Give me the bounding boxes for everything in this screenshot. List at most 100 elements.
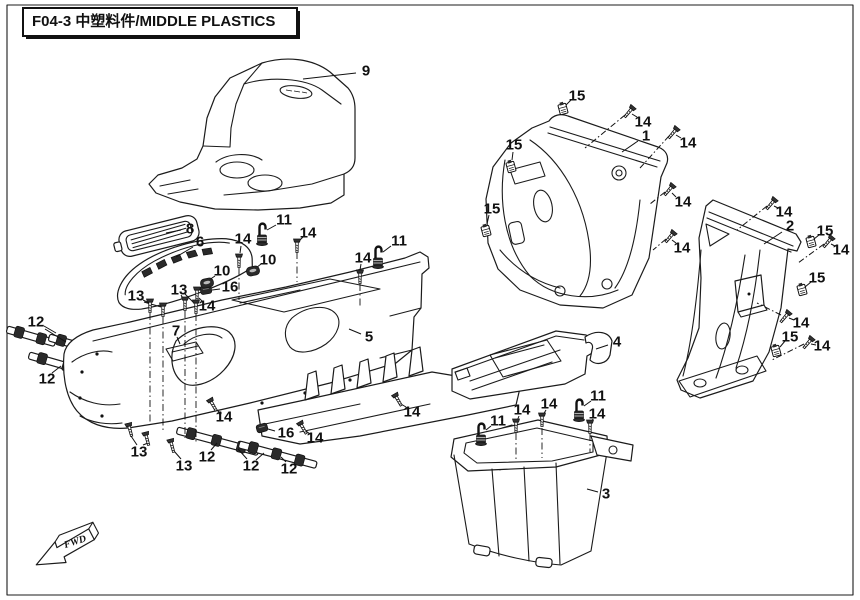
retainer-clip-icon — [804, 233, 817, 249]
leader-line — [671, 239, 677, 244]
leader-line — [173, 450, 182, 460]
callout-16: 16 — [278, 425, 295, 442]
leader-line — [165, 229, 182, 234]
leader-line — [511, 151, 514, 161]
leader-line — [583, 400, 592, 407]
callout-10: 10 — [260, 252, 277, 269]
leader-line — [184, 293, 195, 304]
title-block: F04-3 中塑料件/MIDDLE PLASTICS — [22, 7, 298, 37]
callout-14: 14 — [675, 194, 692, 211]
callout-14: 14 — [635, 114, 652, 131]
callout-12: 12 — [243, 458, 260, 475]
leader-line — [830, 243, 836, 247]
callout-11: 11 — [590, 388, 606, 405]
leader-line — [143, 301, 162, 308]
callout-14: 14 — [776, 204, 793, 221]
leader-line — [44, 328, 67, 343]
callout-13: 13 — [176, 458, 193, 475]
callout-12: 12 — [39, 371, 56, 388]
rail-strips-12-lower — [176, 426, 318, 469]
callout-14: 14 — [793, 315, 810, 332]
callout-1: 1 — [642, 128, 650, 145]
part-4-tray — [451, 330, 613, 400]
leader-line — [779, 340, 786, 348]
leader-line — [763, 231, 783, 245]
page-title: F04-3 中塑料件/MIDDLE PLASTICS — [32, 13, 276, 30]
callout-5: 5 — [365, 329, 373, 346]
leader-line — [671, 192, 677, 198]
part-5-brackets — [304, 346, 424, 401]
leader-line — [130, 435, 138, 446]
callout-14: 14 — [235, 231, 252, 248]
leader-line — [486, 214, 490, 225]
leader-line — [198, 297, 204, 303]
callout-15: 15 — [484, 201, 501, 218]
callout-13: 13 — [131, 444, 148, 461]
callout-13: 13 — [171, 282, 188, 299]
leader-line — [267, 428, 276, 432]
leader-line — [675, 134, 682, 139]
callout-14: 14 — [833, 242, 850, 259]
callout-16: 16 — [222, 279, 239, 296]
callout-15: 15 — [817, 223, 834, 240]
callout-9: 9 — [362, 63, 370, 80]
leader-line — [359, 263, 362, 271]
hook-bolt-icon — [255, 222, 269, 247]
leader-line — [813, 234, 820, 240]
leader-line-dashed — [639, 135, 670, 169]
callout-14: 14 — [674, 240, 691, 257]
leader-line — [237, 448, 248, 460]
leader-line-dashed — [649, 191, 666, 205]
part-7-bracket — [165, 341, 204, 362]
callout-14: 14 — [404, 404, 421, 421]
callout-14: 14 — [300, 225, 317, 242]
retainer-clip-icon — [769, 342, 782, 358]
leader-line — [239, 245, 242, 254]
leader-line-dashed — [797, 243, 825, 264]
hook-bolt-icon — [572, 398, 586, 423]
callout-7: 7 — [172, 323, 180, 340]
leader-line — [565, 99, 572, 106]
callout-3: 3 — [602, 486, 610, 503]
leader-line — [280, 456, 287, 463]
callout-14: 14 — [307, 430, 324, 447]
leader-line-dashed — [756, 302, 782, 316]
callout-14: 14 — [514, 402, 531, 419]
callout-13: 13 — [128, 288, 145, 305]
callout-6: 6 — [196, 234, 204, 251]
leader-line — [43, 325, 57, 334]
callout-14: 14 — [589, 406, 606, 423]
callout-4: 4 — [613, 334, 622, 351]
leader-line — [348, 328, 362, 335]
page-border — [6, 4, 854, 596]
part-3-storage-box — [450, 419, 634, 569]
leader-line — [485, 425, 492, 431]
callout-15: 15 — [569, 88, 586, 105]
leader-line — [255, 452, 265, 461]
leader-line — [176, 336, 181, 345]
callout-2: 2 — [786, 218, 794, 235]
leader-line — [51, 365, 62, 374]
leader-line — [211, 288, 221, 291]
part-1-rear-panel — [485, 114, 669, 309]
leader-line-dashed — [584, 114, 626, 149]
leader-line-dashed — [771, 343, 805, 361]
callout-12: 12 — [281, 461, 298, 478]
leader-line — [210, 442, 218, 451]
callout-11: 11 — [490, 413, 506, 430]
callout-14: 14 — [216, 409, 233, 426]
callout-15: 15 — [782, 329, 799, 346]
callout-12: 12 — [199, 449, 216, 466]
hook-bolt-icon — [371, 245, 385, 270]
leader-line — [175, 246, 194, 258]
callout-8: 8 — [186, 221, 194, 238]
leader-line — [788, 317, 795, 321]
part-6-shift-bezel — [117, 238, 253, 310]
leader-line — [804, 281, 812, 288]
leader-line — [302, 72, 357, 80]
part-9-console-cover — [148, 58, 356, 211]
callout-10: 10 — [214, 263, 231, 280]
